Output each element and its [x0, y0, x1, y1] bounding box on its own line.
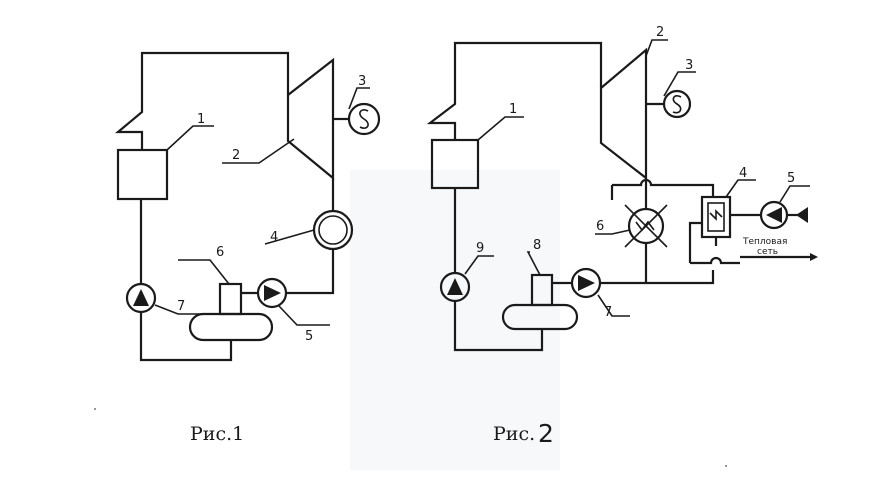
fig2-label-6: 6: [596, 219, 604, 234]
figure-2: 1 2 3 4 5 6 7 8 9 Тепловая сеть Рис. 2: [426, 25, 818, 448]
fig2-label-5: 5: [787, 171, 795, 186]
fig2-caption-prefix: Рис.: [493, 423, 535, 445]
fig2-generator: [646, 89, 692, 119]
fig2-label-7: 7: [604, 305, 612, 320]
scan-speck: [725, 465, 727, 467]
figure-1: 1 2 3 4 5 6 7 Рис.1: [114, 51, 381, 445]
heat-network-label-2: сеть: [757, 247, 778, 257]
fig2-label-1: 1: [509, 102, 517, 117]
fig2-heat-exchanger-4: [700, 195, 732, 239]
fig2-network-pump-5: [759, 200, 789, 230]
fig1-pump-5: [256, 277, 288, 309]
fig2-label-9: 9: [476, 241, 484, 256]
fig2-condenser-6: [624, 204, 668, 248]
fig2-label-4: 4: [739, 166, 747, 181]
fig2-label-2: 2: [656, 25, 664, 40]
fig1-label-4: 4: [270, 230, 278, 245]
fig1-label-7: 7: [177, 299, 185, 314]
fig1-boiler: [114, 51, 290, 201]
fig1-deaerator: [188, 282, 274, 342]
fig2-caption-number: 2: [538, 419, 554, 448]
fig2-deaerator-8: [501, 273, 579, 331]
fig1-pump-7: [125, 282, 157, 314]
scan-speck: [94, 408, 96, 410]
fig1-generator: [333, 102, 381, 136]
fig2-pump-7: [570, 267, 602, 299]
fig1-caption: Рис.1: [190, 423, 244, 445]
fig1-label-3: 3: [358, 74, 366, 89]
heat-network-label-1: Тепловая: [742, 237, 787, 247]
fig1-condenser: [312, 209, 354, 251]
fig1-label-2: 2: [232, 148, 240, 163]
fig1-turbine: [286, 57, 335, 181]
fig1-label-5: 5: [305, 329, 313, 344]
fig1-label-6: 6: [216, 245, 224, 260]
fig2-label-8: 8: [533, 238, 541, 253]
fig1-label-1: 1: [197, 112, 205, 127]
fig2-label-3: 3: [685, 58, 693, 73]
fig2-turbine: [599, 47, 648, 181]
